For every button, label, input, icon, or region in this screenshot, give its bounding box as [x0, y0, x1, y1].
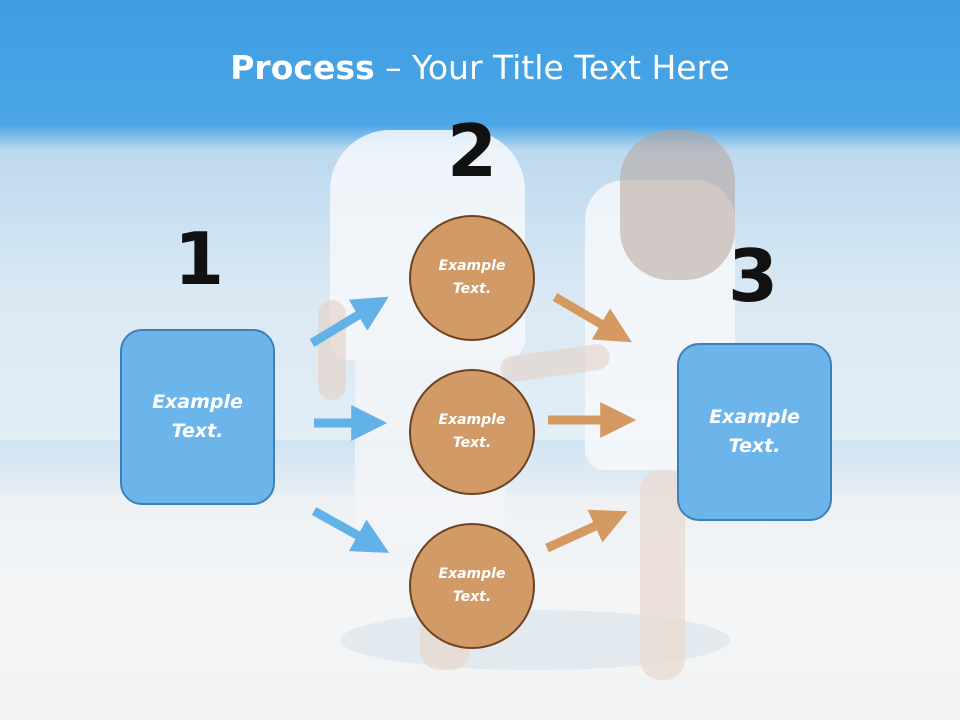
step-number-3: 3 [727, 234, 779, 318]
process-circle-2: Example Text. [409, 369, 535, 495]
step-number-1: 1 [173, 217, 225, 301]
circle-1-text-line2: Text. [452, 281, 492, 297]
background-person-man-arm [318, 300, 346, 400]
arrow-box1-to-circle3 [311, 507, 390, 553]
process-circle-3: Example Text. [409, 523, 535, 649]
arrow-box1-to-circle1 [309, 296, 389, 347]
box-1-text-line1: Example [152, 391, 243, 413]
title-rest: – Your Title Text Here [374, 48, 730, 87]
box-3-text-line1: Example [709, 406, 800, 428]
circle-2-text-line2: Text. [452, 435, 492, 451]
process-box-step-3: Example Text. [677, 343, 832, 521]
process-box-step-1: Example Text. [120, 329, 275, 505]
box-1-text-line2: Text. [171, 420, 224, 442]
circle-3-text-line1: Example [438, 566, 506, 582]
box-3-text-line2: Text. [728, 435, 781, 457]
arrow-circle3-to-box3 [545, 509, 628, 553]
step-number-2: 2 [446, 109, 498, 193]
arrow-circle1-to-box3 [552, 293, 632, 343]
circle-2-text-line1: Example [438, 412, 506, 428]
slide-title: Process – Your Title Text Here [0, 48, 960, 87]
circle-1-text-line1: Example [438, 258, 506, 274]
circle-3-text-line2: Text. [452, 589, 492, 605]
background-person-woman-hair [620, 130, 735, 280]
title-bold: Process [230, 48, 375, 87]
process-circle-1: Example Text. [409, 215, 535, 341]
